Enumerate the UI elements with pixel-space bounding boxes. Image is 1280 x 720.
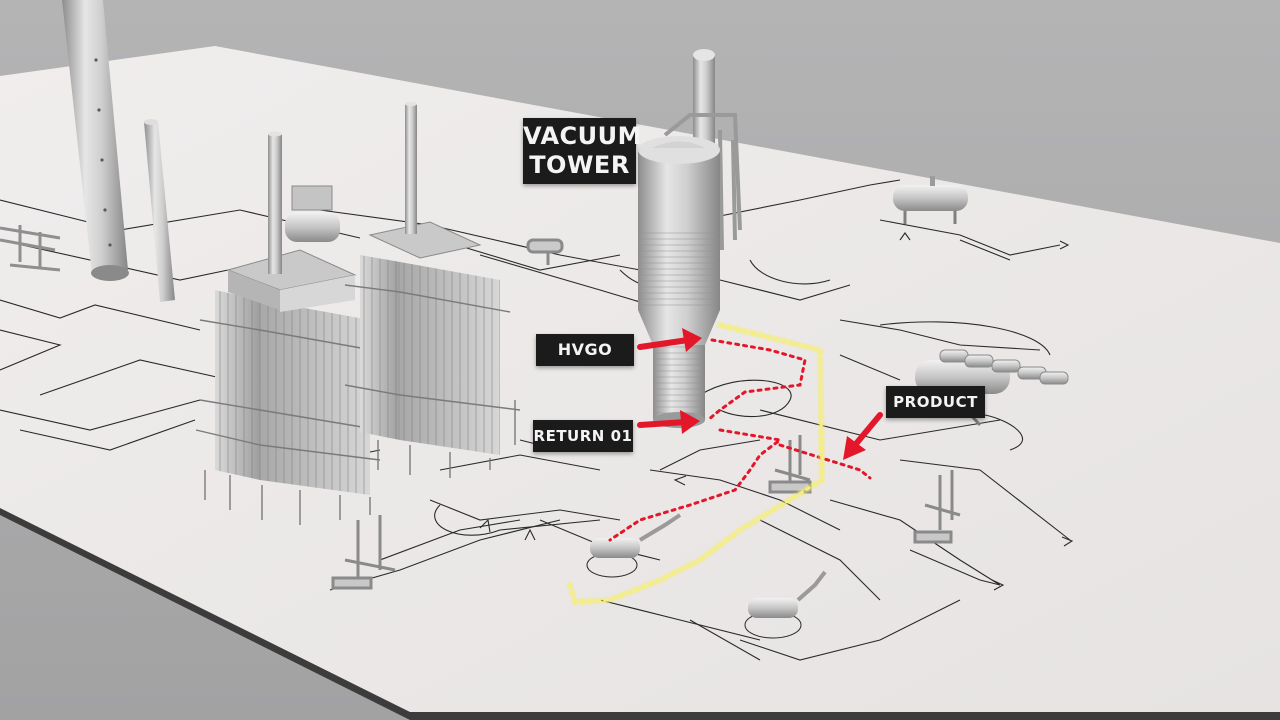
vacuum-tower-label-line2: TOWER bbox=[529, 151, 630, 179]
valve-station-right bbox=[913, 470, 961, 544]
vacuum-tower-label-line1: VACUUM bbox=[523, 122, 642, 150]
right-arrow-icon bbox=[637, 328, 702, 352]
pump-center bbox=[586, 513, 682, 578]
manifold-vessel-right bbox=[915, 349, 1069, 427]
hvgo-label: HVGO bbox=[536, 334, 634, 366]
schematic-loops bbox=[434, 259, 1051, 536]
exhaust-stack-large bbox=[62, 0, 129, 281]
product-flow-path bbox=[566, 321, 826, 606]
product-label: PRODUCT bbox=[886, 386, 985, 418]
furnace-right bbox=[344, 101, 521, 478]
vacuum-tower-label: VACUUM TOWER bbox=[523, 118, 642, 184]
hvgo-flow-path bbox=[608, 338, 872, 542]
right-arrow-icon bbox=[637, 410, 700, 434]
valve-station-bottom-left bbox=[331, 515, 396, 590]
down-left-arrow-icon bbox=[843, 412, 883, 460]
pump-top-center bbox=[526, 238, 564, 265]
drum-vessel-top-right bbox=[893, 176, 968, 224]
furnace-left bbox=[195, 131, 381, 525]
exhaust-stack-small bbox=[144, 119, 175, 302]
drum-vessel-left bbox=[285, 185, 340, 242]
left-pipe-manifold bbox=[0, 225, 61, 272]
schematic-arrowheads bbox=[479, 232, 1074, 591]
return-label: RETURN 01 bbox=[533, 420, 633, 452]
pump-bottom bbox=[744, 570, 827, 639]
